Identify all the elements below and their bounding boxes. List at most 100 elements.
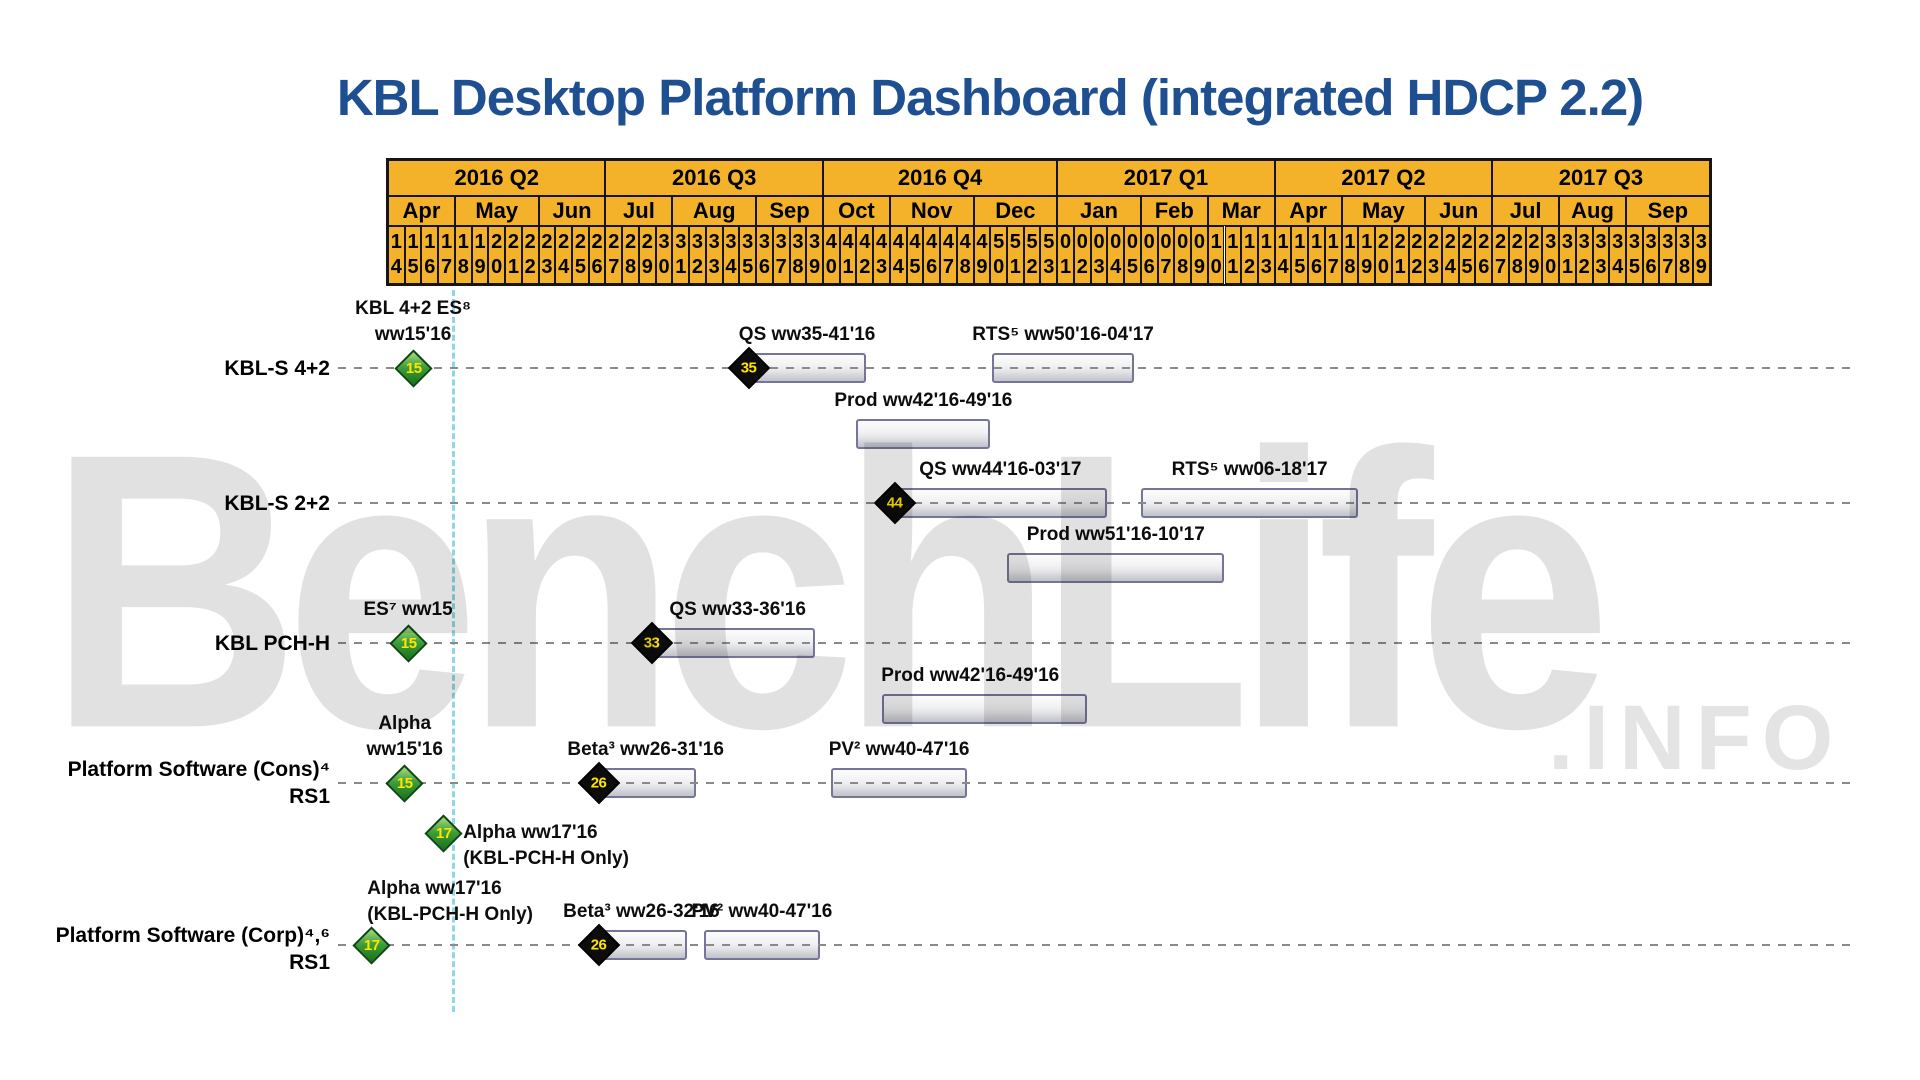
week-units-digit: 9 <box>809 256 821 278</box>
week-units-digit: 5 <box>1628 256 1640 278</box>
week-units-digit: 4 <box>1612 256 1624 278</box>
week-tens-digit: 3 <box>1561 231 1574 253</box>
month-cell: Dec <box>973 196 1058 226</box>
week-tens-digit: 1 <box>1361 231 1373 253</box>
gantt-bar <box>1007 553 1225 583</box>
quarter-cell: 2017 Q1 <box>1057 160 1275 196</box>
annotation-line: ww15'16 <box>374 324 452 345</box>
week-tens-digit: 3 <box>725 231 737 253</box>
week-tens-digit: 4 <box>859 231 871 253</box>
week-tens-digit: 0 <box>1076 231 1088 253</box>
week-tens-digit: 4 <box>875 231 888 253</box>
today-marker-line <box>452 290 455 1012</box>
week-units-digit: 5 <box>742 256 754 278</box>
quarter-cell: 2016 Q3 <box>605 160 823 196</box>
row-label-kbl-pch-h: KBL PCH-H <box>36 630 330 657</box>
week-tens-digit: 5 <box>1009 231 1021 253</box>
month-cell: Mar <box>1207 196 1275 226</box>
week-tens-digit: 1 <box>1294 231 1306 253</box>
week-tens-digit: 3 <box>792 231 804 253</box>
quarter-cell: 2017 Q2 <box>1274 160 1493 196</box>
week-tens-digit: 1 <box>1227 231 1239 253</box>
week-tens-digit: 4 <box>909 231 921 253</box>
week-tens-digit: 2 <box>1428 231 1440 253</box>
annotation-label: Prod ww51'16-10'17 <box>1027 522 1205 548</box>
week-tens-digit: 3 <box>1645 231 1657 253</box>
week-tens-digit: 3 <box>691 231 704 253</box>
week-units-digit: 6 <box>1143 256 1155 278</box>
row-guide-line <box>338 502 1852 504</box>
week-tens-digit: 2 <box>541 231 553 253</box>
week-units-digit: 6 <box>424 256 436 278</box>
week-units-digit: 0 <box>1545 256 1557 278</box>
month-cell: May <box>1341 196 1426 226</box>
week-units-digit: 3 <box>1260 256 1272 278</box>
milestone-week-number: 15 <box>405 359 421 377</box>
month-cell: Aug <box>1559 196 1626 226</box>
week-units-digit: 3 <box>708 256 720 278</box>
annotation-line: RTS⁵ ww06-18'17 <box>1171 459 1328 480</box>
week-units-digit: 7 <box>440 256 453 278</box>
week-units-digit: 9 <box>1361 256 1373 278</box>
week-units-digit: 1 <box>1059 256 1072 278</box>
row-label-kbl-s-4p2: KBL-S 4+2 <box>36 355 330 382</box>
annotation-label: Beta³ ww26-32'16 <box>563 899 720 925</box>
week-units-digit: 4 <box>558 256 570 278</box>
week-tens-digit: 3 <box>658 231 670 253</box>
week-units-digit: 9 <box>641 256 653 278</box>
week-tens-digit: 2 <box>507 231 520 253</box>
page-title: KBL Desktop Platform Dashboard (integrat… <box>336 69 1644 126</box>
week-tens-digit: 3 <box>775 231 787 253</box>
row-label-kbl-s-2p2: KBL-S 2+2 <box>36 490 330 517</box>
week-tens-digit: 0 <box>1193 231 1205 253</box>
week-units-digit: 7 <box>1327 256 1339 278</box>
week-tens-digit: 3 <box>1612 231 1624 253</box>
milestone-diamond-ww15: 15 <box>388 623 428 663</box>
week-tens-digit: 4 <box>976 231 988 253</box>
milestone-week-number: 33 <box>644 634 661 652</box>
annotation-label: Alpha ww17'16(KBL-PCH-H Only) <box>463 820 629 872</box>
week-units-digit: 5 <box>407 256 419 278</box>
week-units-digit: 7 <box>942 256 954 278</box>
month-cell: Nov <box>889 196 974 226</box>
week-units-digit: 2 <box>859 256 871 278</box>
milestone-week-number: 35 <box>741 359 758 377</box>
annotation-label: PV² ww40-47'16 <box>829 737 970 763</box>
month-cell: Sep <box>756 196 823 226</box>
week-tens-digit: 2 <box>574 231 586 253</box>
month-cell: Apr <box>1274 196 1342 226</box>
week-tens-digit: 1 <box>390 231 402 253</box>
week-units-digit: 2 <box>1076 256 1088 278</box>
milestone-diamond-ww15: 15 <box>385 763 424 803</box>
week-units-digit: 8 <box>792 256 804 278</box>
